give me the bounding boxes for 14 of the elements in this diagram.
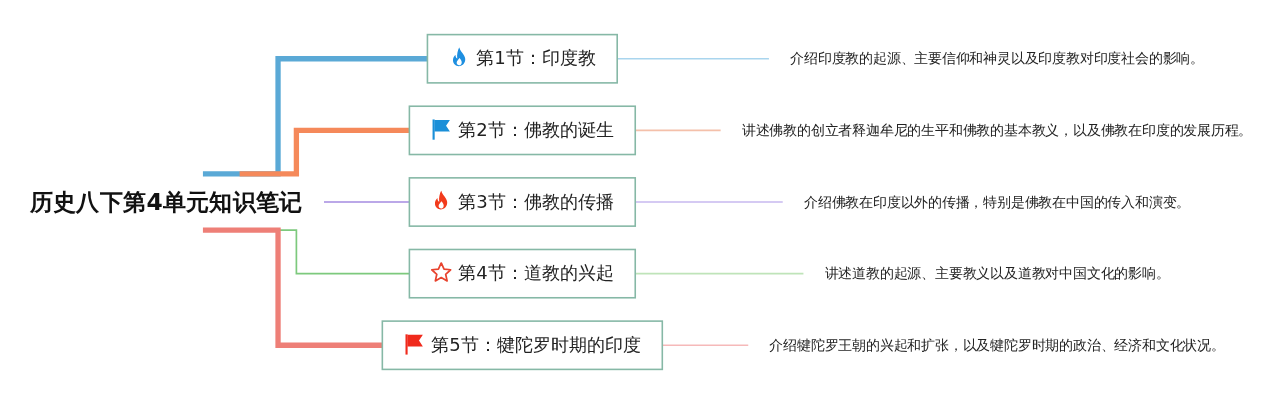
node-text: 讲述佛教的创立者释迦牟尼的生平和佛教的基本教义，以及佛教在印度的发展历程。 bbox=[741, 122, 1253, 139]
node-text: 介绍印度教的起源、主要信仰和神灵以及印度教对印度社会的影响。 bbox=[790, 50, 1205, 67]
node-box: 第2节：佛教的诞生 bbox=[408, 105, 637, 156]
connector bbox=[202, 227, 383, 348]
connector bbox=[202, 56, 428, 177]
node-box: 第3节：佛教的传播 bbox=[408, 177, 637, 227]
connector bbox=[239, 127, 410, 177]
node-text: 介绍犍陀罗王朝的兴起和扩张，以及犍陀罗时期的政治、经济和文化状况。 bbox=[769, 337, 1225, 353]
node-box: 第5节：犍陀罗时期的印度 bbox=[381, 320, 664, 371]
node-text: 历史八下第4单元知识笔记 bbox=[29, 188, 303, 216]
node-text: 介绍佛教在印度以外的传播，特别是佛教在中国的传入和演变。 bbox=[803, 193, 1191, 210]
node-text: 讲述道教的起源、主要教义以及道教对中国文化的影响。 bbox=[824, 265, 1170, 282]
node-box: 第1节：印度教 bbox=[426, 33, 618, 84]
node-box: 第4节：道教的兴起 bbox=[408, 248, 637, 299]
